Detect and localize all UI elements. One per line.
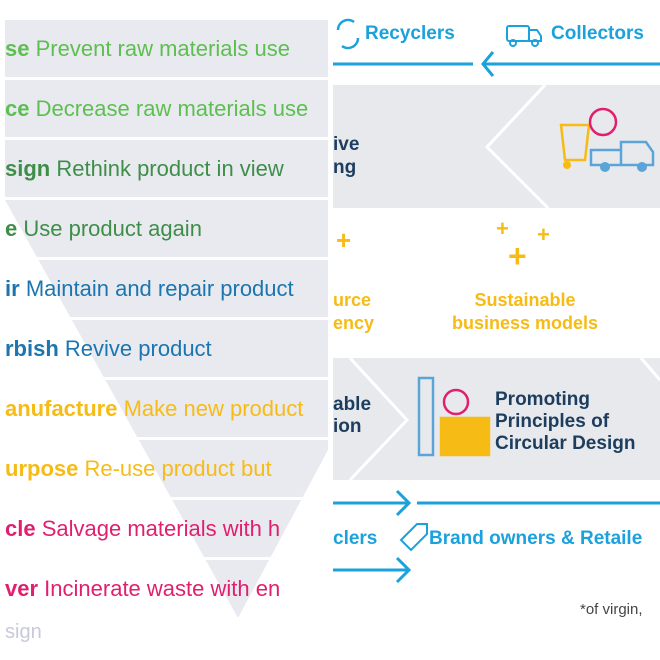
hierarchy-term: e (5, 216, 18, 241)
hierarchy-row: e Use product again (5, 216, 202, 242)
band-2 (333, 358, 660, 480)
pillar-left-1: urce (333, 290, 372, 310)
truck-icon (506, 25, 542, 47)
hierarchy-row: cle Salvage materials with h (5, 516, 280, 542)
design-icon (417, 376, 491, 457)
footnote: *of virgin, (580, 601, 643, 618)
hierarchy-row: sign Rethink product in view (5, 156, 284, 182)
hierarchy-desc: Revive product (64, 336, 212, 361)
hierarchy-term: ir (5, 276, 20, 301)
hierarchy-term: urpose (5, 456, 79, 481)
hierarchy-desc: Incinerate waste with en (44, 576, 281, 601)
hierarchy-term: sign (5, 156, 51, 181)
hierarchy-term: anufacture (5, 396, 118, 421)
hierarchy-band (5, 80, 328, 137)
plus-icon: + (508, 238, 527, 274)
pillar-left-2: ency (333, 313, 375, 333)
promoting-1: Promoting (495, 389, 590, 410)
band-1 (333, 85, 660, 208)
hierarchy-desc: Re-use product but (84, 456, 272, 481)
diagram-graphics (333, 18, 660, 584)
plus-icon: + (537, 222, 550, 247)
band2-text-1: able (333, 394, 372, 415)
promoting-3: Circular Design (495, 433, 636, 454)
recycle-icon (336, 18, 360, 50)
plus-icon: + (496, 216, 509, 241)
hierarchy-desc: Prevent raw materials use (35, 36, 290, 61)
band2-text-2: ion (333, 416, 362, 437)
promoting-2: Principles of (495, 411, 610, 432)
hierarchy-term: ce (5, 96, 30, 121)
hierarchy-term: cle (5, 516, 36, 541)
hierarchy-row: anufacture Make new product (5, 396, 303, 422)
bottom-arrows (333, 489, 660, 584)
plus-icon: + (336, 225, 352, 255)
hierarchy-row: urpose Re-use product but (5, 456, 272, 482)
bin-truck-icon (559, 107, 655, 172)
bottom-recyclers-label: clers (333, 528, 378, 549)
hierarchy-desc: Maintain and repair product (25, 276, 294, 301)
hierarchy-row: se Prevent raw materials use (5, 36, 290, 62)
brand-owners-label: Brand owners & Retaile (429, 528, 643, 549)
hierarchy-band (5, 200, 328, 257)
hierarchy-row: ir Maintain and repair product (5, 276, 294, 302)
hierarchy-desc: Make new product (123, 396, 304, 421)
hierarchy-desc: Decrease raw materials use (35, 96, 309, 121)
recyclers-label: Recyclers (365, 23, 455, 44)
collectors-label: Collectors (551, 23, 644, 44)
hierarchy-desc: Rethink product in view (56, 156, 284, 181)
hierarchy-row: rbish Revive product (5, 336, 212, 362)
waste-hierarchy-panel: se Prevent raw materials use ce Decrease … (0, 0, 328, 660)
band1-text-2: ng (333, 157, 357, 178)
top-arrow (333, 51, 660, 77)
band1-text-1: ive (333, 134, 360, 155)
hierarchy-band (5, 20, 328, 77)
hierarchy-row: ver Incinerate waste with en (5, 576, 280, 602)
tag-icon (399, 523, 428, 552)
hierarchy-desc: Salvage materials with h (41, 516, 281, 541)
pillar-middle-2: business models (451, 313, 599, 333)
hierarchy-footer: sign (5, 621, 42, 643)
hierarchy-term: ver (5, 576, 39, 601)
hierarchy-row: ce Decrease raw materials use (5, 96, 308, 122)
hierarchy-band (5, 140, 328, 197)
circular-economy-diagram: Recyclers Collectors ive ng + + + + urce… (333, 0, 660, 660)
pillar-middle-1: Sustainable (474, 290, 576, 310)
hierarchy-term: rbish (5, 336, 59, 361)
hierarchy-term: se (5, 36, 30, 61)
hierarchy-desc: Use product again (23, 216, 202, 241)
